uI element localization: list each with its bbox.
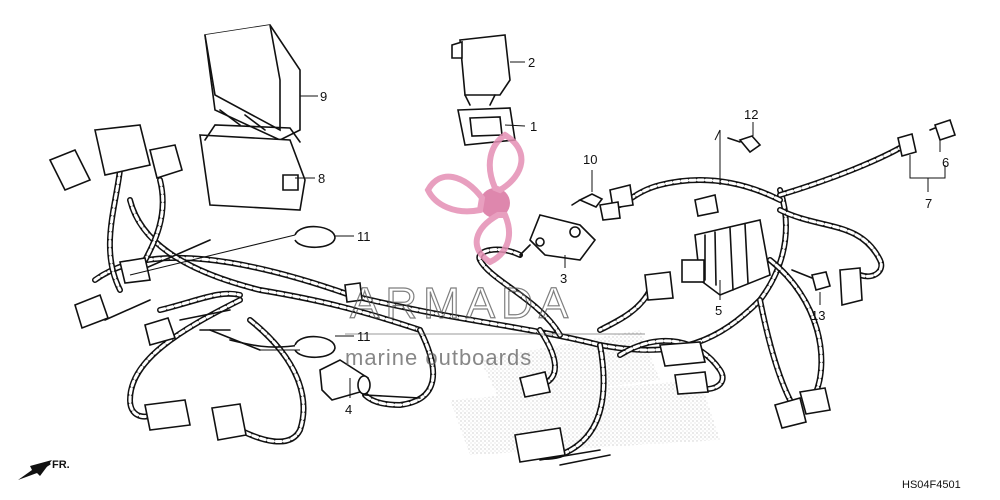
diagram-code: HS04F4501: [902, 479, 961, 491]
front-direction-label: FR.: [52, 459, 70, 471]
callout-3[interactable]: 3: [560, 271, 567, 286]
leader-lines: [129, 61, 946, 398]
callout-13[interactable]: 13: [811, 308, 825, 323]
main-harness: [92, 142, 908, 460]
plug-cap: [319, 359, 371, 401]
harness-connectors: [48, 124, 863, 463]
callout-8[interactable]: 8: [318, 171, 325, 186]
thin-leads: [104, 239, 611, 466]
callout-11-upper[interactable]: 11: [357, 229, 371, 244]
callout-10[interactable]: 10: [583, 152, 597, 167]
callout-12[interactable]: 12: [744, 107, 758, 122]
front-direction-arrow-icon: [18, 460, 52, 480]
watermark-brand: ARMADA: [350, 279, 574, 328]
starter-relay: [519, 214, 597, 261]
callout-1[interactable]: 1: [530, 119, 537, 134]
callout-7[interactable]: 7: [925, 196, 932, 211]
callout-6[interactable]: 6: [942, 155, 949, 170]
watermark-tagline: marine outboards: [345, 345, 532, 370]
callout-2[interactable]: 2: [528, 55, 535, 70]
callout-9[interactable]: 9: [320, 89, 327, 104]
ecu-unit: [204, 24, 301, 141]
callout-5[interactable]: 5: [715, 303, 722, 318]
callout-11-lower[interactable]: 11: [357, 329, 371, 344]
regulator-rectifier: [681, 219, 771, 296]
bolts: [571, 135, 831, 291]
watermark-logo-icon: [424, 131, 525, 266]
relay-part: [451, 34, 511, 106]
clamp-bands: [294, 225, 336, 359]
callout-4[interactable]: 4: [345, 402, 352, 417]
connector-part-6: [897, 118, 957, 158]
ecu-holder: [199, 124, 306, 211]
